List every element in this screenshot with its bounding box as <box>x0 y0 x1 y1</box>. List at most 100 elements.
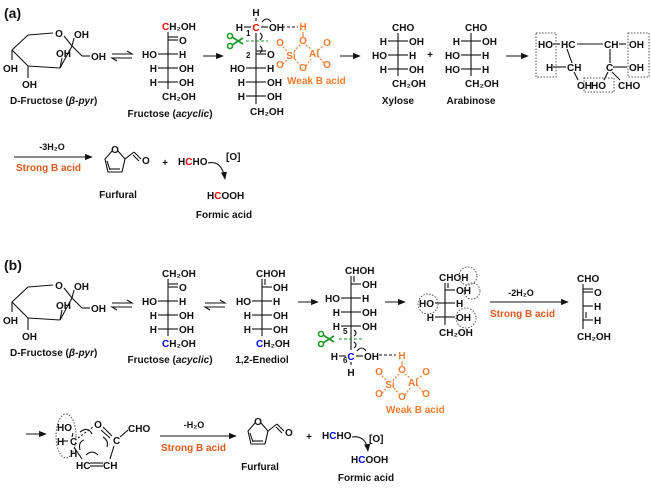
oxygen-atom: O <box>323 60 331 71</box>
panel-label-b: (b) <box>4 257 22 273</box>
substituent-right: OH <box>362 280 377 291</box>
cleavage-intermediate-bottom-group: CH₂OH <box>250 107 284 118</box>
catalyst-bond <box>416 384 424 393</box>
dotted-highlight-circle <box>463 282 481 300</box>
dotted-highlight-box <box>627 32 650 78</box>
compound-name: Formic acid <box>196 210 252 221</box>
enediol-top-group: CHOH <box>256 269 285 280</box>
carbon-number: 1 <box>246 29 251 38</box>
hydroxyl: HO <box>538 40 553 51</box>
substituent-right: OH <box>273 283 288 294</box>
reaction-condition: -2H₂O <box>508 288 534 298</box>
substituent-left: HO <box>142 297 157 308</box>
pentose-bottom-group-part: CH₂OH <box>439 328 473 339</box>
enediol-bottom-group-part: H₂OH <box>263 339 290 350</box>
fructose-acyclic-top-group: CH₂OH <box>162 22 196 33</box>
bond-line <box>611 71 621 81</box>
ring-bond <box>27 317 61 321</box>
substituent-left: H <box>238 78 245 89</box>
ring-oxygen: O <box>55 29 63 40</box>
catalyst-bond <box>317 55 325 64</box>
fructose-acyclic-bottom-group: CH₂OH <box>162 339 196 350</box>
substituent-left: H <box>150 64 157 75</box>
dotted-highlight-circle <box>455 307 477 329</box>
bond-line <box>63 287 73 299</box>
bond-line <box>119 429 129 438</box>
bond-line <box>276 423 285 432</box>
methine: HC <box>76 461 90 472</box>
double-bond-line <box>132 154 140 162</box>
dotted-highlight-box <box>535 32 557 78</box>
hydroxyl: OH <box>56 301 71 312</box>
formic-acid: HCOOH <box>351 455 388 466</box>
carbon-atom: C <box>113 436 120 447</box>
xylose-top-group: CHO <box>392 23 414 34</box>
bond-line <box>59 309 63 321</box>
plus-sign: + <box>162 158 168 169</box>
aluminum-atom: Al <box>408 378 418 389</box>
hydrogen-atom: H <box>398 351 405 362</box>
fructose-acyclic-bottom-group-part: CH₂OH <box>162 92 196 103</box>
formaldehyde-part: HO <box>192 157 207 168</box>
substituent-right: H <box>267 64 274 75</box>
substituent-right: OH <box>269 23 284 34</box>
hydroxyl: OH <box>91 304 106 315</box>
catalyst-bond <box>282 58 289 65</box>
scissors-icon <box>226 32 244 50</box>
furfural-structure <box>247 422 269 445</box>
carbon-atom: C <box>70 437 77 448</box>
plus-sign: + <box>427 50 433 61</box>
substituent-right: H <box>482 51 489 62</box>
oxygen-atom: O <box>422 389 430 400</box>
reaction-condition: -3H₂O <box>39 142 65 152</box>
silicon-atom: Si <box>286 51 296 62</box>
substituent-right: OH <box>364 352 379 363</box>
catalyst-bond <box>381 387 388 394</box>
substituent-right: H <box>179 297 186 308</box>
ring-oxygen: O <box>254 417 262 428</box>
bond-line <box>11 286 29 303</box>
strong-acid-label: Strong B acid <box>16 163 81 174</box>
arabinose-bottom-group: CH₂OH <box>465 79 499 90</box>
formaldehyde-part: H <box>322 431 329 442</box>
compound-name: Furfural <box>99 190 137 201</box>
hydroxyl: OH <box>22 80 37 91</box>
dicarbonyl-top-group: CHO <box>577 274 599 285</box>
formaldehyde-part: H <box>178 157 185 168</box>
bond-line <box>71 432 74 438</box>
highlighted-carbon: C <box>252 23 259 34</box>
substituent-left: H <box>331 352 338 363</box>
furfural-structure <box>104 150 126 173</box>
substituent-right: O <box>594 288 602 299</box>
cleavage-intermediate-top-group: H <box>252 8 259 19</box>
bond-line <box>63 35 73 47</box>
double-bond-line <box>275 426 283 434</box>
hydroxyl: OH <box>629 40 644 51</box>
formaldehyde-part: HO <box>336 431 351 442</box>
electron-arrow <box>85 451 99 456</box>
carbon-number: 6 <box>343 356 348 365</box>
fructose-acyclic-bottom-group-part: H₂OH <box>169 339 196 350</box>
substituent-right: O <box>179 36 187 47</box>
substituent-left: H <box>380 65 387 76</box>
dotted-highlight-circle <box>458 266 478 286</box>
carbonyl-oxygen: O <box>142 156 150 167</box>
compound-name: Arabinose <box>447 96 496 107</box>
substituent-left: HO <box>325 294 340 305</box>
hydroxyl: HO <box>57 423 72 434</box>
catalyst-bond <box>317 45 325 51</box>
catalyst-bond <box>293 44 301 52</box>
forward-arrow <box>112 299 134 304</box>
dotted-highlight-circle <box>417 293 439 315</box>
substituent-right: OH <box>456 286 471 297</box>
forward-arrow <box>205 299 227 304</box>
bond-line <box>124 151 135 160</box>
bond-line <box>27 32 54 36</box>
oxygen-atom: O <box>299 36 307 47</box>
ring-bond <box>11 301 29 319</box>
cleavage-intermediate-top-group-part: H <box>252 8 259 19</box>
electron-arrow <box>356 347 367 352</box>
bond-line <box>566 48 573 64</box>
furan-ring <box>104 150 126 173</box>
bond-line <box>71 37 75 47</box>
